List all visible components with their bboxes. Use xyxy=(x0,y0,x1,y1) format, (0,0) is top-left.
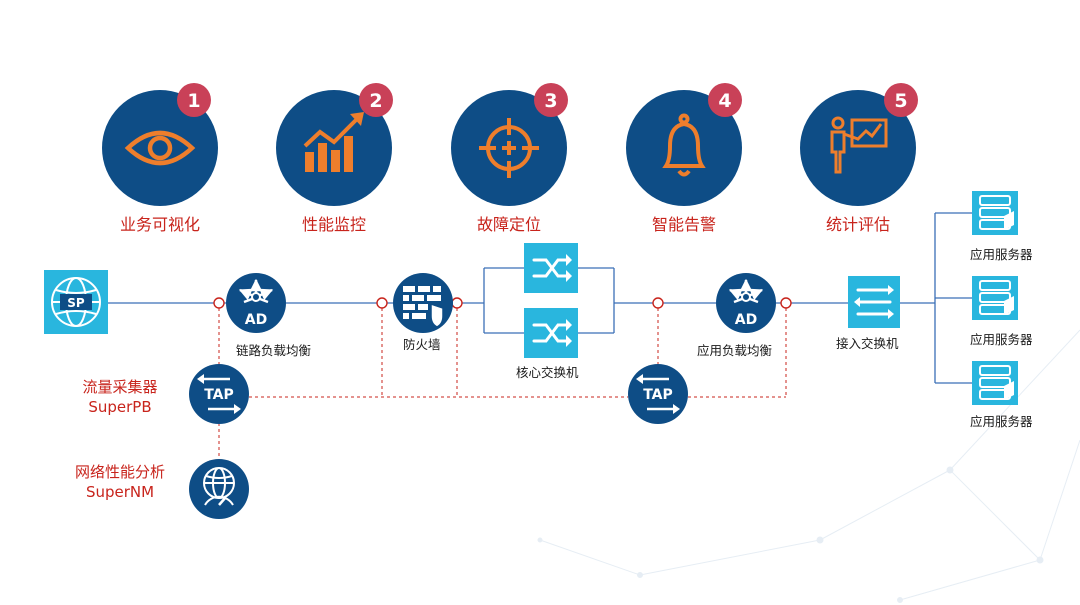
feature-2-performance: 2 xyxy=(276,83,393,206)
tap-left-badge: TAP xyxy=(204,387,234,403)
core-switch-top xyxy=(524,243,578,293)
supernm-node xyxy=(189,459,249,519)
superpb-name-cn: 流量采集器 xyxy=(82,378,158,396)
server-node-2 xyxy=(972,276,1018,320)
superpb-name-en: SuperPB xyxy=(88,398,152,416)
app-lb-badge: AD xyxy=(735,312,757,328)
eye-icon xyxy=(124,130,196,166)
link-lb-label: 链路负载均衡 xyxy=(236,343,312,358)
feature-label-3: 故障定位 xyxy=(476,215,541,234)
firewall-icon xyxy=(403,286,444,328)
feature-badge-number: 4 xyxy=(718,90,731,112)
internet-node: SP xyxy=(44,270,108,334)
server-label-1: 应用服务器 xyxy=(970,247,1033,262)
superpb-label: 流量采集器 SuperPB xyxy=(64,377,176,417)
access-switch-node xyxy=(848,276,900,328)
link-lb-badge: AD xyxy=(245,312,267,328)
core-switch-bottom xyxy=(524,308,578,358)
tap-arrows-icon xyxy=(643,377,673,411)
tap-right-badge: TAP xyxy=(643,387,673,403)
network-links xyxy=(108,212,972,384)
feature-badge-number: 2 xyxy=(369,90,382,112)
presenter-icon xyxy=(830,116,888,174)
globe-gauge-icon xyxy=(203,467,235,506)
crosshair-icon xyxy=(479,118,539,178)
bar-trend-icon xyxy=(303,112,364,172)
server-label-3: 应用服务器 xyxy=(970,414,1033,429)
server-node-3 xyxy=(972,361,1018,405)
access-switch-icon xyxy=(856,288,892,316)
internet-badge: SP xyxy=(67,296,85,310)
supernm-label: 网络性能分析 SuperNM xyxy=(58,462,182,502)
access-switch-label: 接入交换机 xyxy=(836,336,899,351)
feature-badge-number: 1 xyxy=(187,90,200,112)
feature-label-5: 统计评估 xyxy=(825,215,890,234)
server-icon xyxy=(979,365,1011,400)
tap-mirror-links xyxy=(218,308,787,460)
feature-label-2: 性能监控 xyxy=(301,215,366,234)
tap-right-node: TAP xyxy=(628,364,688,424)
server-node-1 xyxy=(972,191,1018,235)
supernm-name-cn: 网络性能分析 xyxy=(74,463,165,481)
supernm-name-en: SuperNM xyxy=(85,483,155,501)
feature-badge-number: 5 xyxy=(894,90,907,112)
server-label-2: 应用服务器 xyxy=(970,332,1033,347)
tap-arrows-icon xyxy=(204,377,234,411)
feature-4-alert: 4 xyxy=(626,83,742,206)
feature-3-fault-locate: 3 xyxy=(451,83,568,206)
background-network-pattern xyxy=(537,329,1080,603)
link-load-balancer-node: AD xyxy=(226,273,286,333)
firewall-label: 防火墙 xyxy=(403,337,441,352)
feature-label-4: 智能告警 xyxy=(651,215,716,234)
app-load-balancer-node: AD xyxy=(716,273,776,333)
app-lb-label: 应用负载均衡 xyxy=(697,343,773,358)
switch-icon xyxy=(532,323,568,343)
feature-label-1: 业务可视化 xyxy=(119,215,200,234)
feature-badge-number: 3 xyxy=(544,90,557,112)
switch-icon xyxy=(532,258,568,278)
bell-icon xyxy=(662,113,706,177)
firewall-node xyxy=(393,273,453,333)
core-switch-label: 核心交换机 xyxy=(516,365,579,380)
tap-left-node: TAP xyxy=(189,364,249,424)
feature-5-statistics: 5 xyxy=(800,83,918,206)
tap-points xyxy=(213,297,792,309)
feature-1-visualization: 1 xyxy=(102,83,218,206)
